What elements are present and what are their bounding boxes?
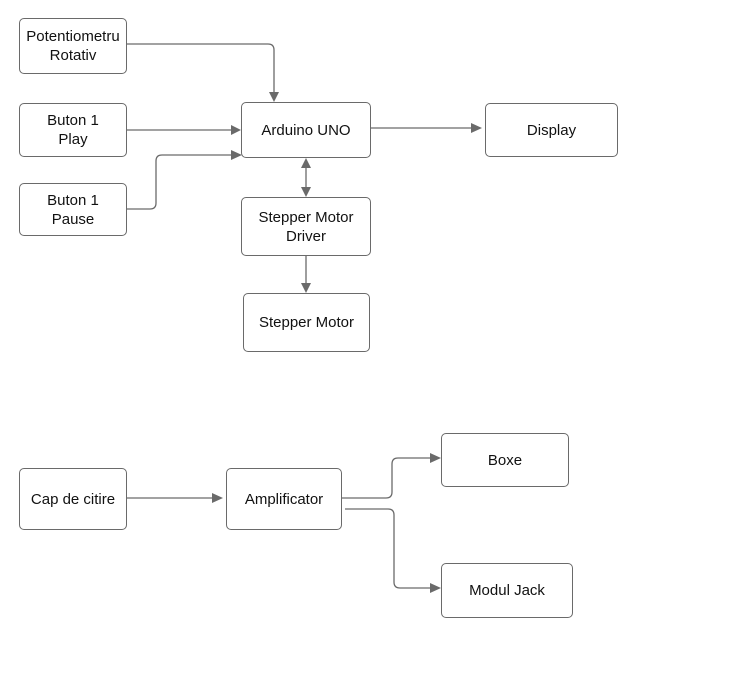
amplifier-box: Amplificator	[226, 468, 342, 530]
arduino-box: Arduino UNO	[241, 102, 371, 158]
speakers-label: Boxe	[487, 451, 523, 469]
amplifier-label: Amplificator	[244, 490, 324, 508]
jack-module-box: Modul Jack	[441, 563, 573, 618]
play-button-label-line2: Play	[58, 131, 88, 148]
potentiometer-label-line1: Potentiometru	[26, 28, 120, 45]
wire-pause-to-arduino	[127, 154, 231, 210]
arduino-label: Arduino UNO	[261, 121, 351, 139]
pickup-box: Cap de citire	[19, 468, 127, 530]
potentiometer-label-line2: Rotativ	[49, 47, 97, 64]
arrowhead-down-to-driver	[301, 187, 311, 197]
arrowhead-pause-to-arduino	[231, 150, 242, 160]
stepper-motor-box: Stepper Motor	[243, 293, 370, 352]
jack-module-label: Modul Jack	[469, 582, 545, 599]
stepper-driver-label-line1: Stepper Motor	[258, 208, 354, 226]
play-button-label-line1: Buton 1	[47, 112, 99, 129]
arrowhead-potentiometer-to-arduino	[269, 92, 279, 102]
potentiometer-box: Potentiometru Rotativ	[19, 18, 127, 74]
pause-button-label-line2: Pause	[51, 210, 95, 228]
arrowhead-driver-to-motor	[301, 283, 311, 293]
pause-button-box: Buton 1 Pause	[19, 183, 127, 236]
stepper-driver-label-line2: Driver	[285, 227, 326, 245]
arrowhead-up-to-arduino	[301, 158, 311, 168]
display-box: Display	[485, 103, 618, 157]
speakers-box: Boxe	[441, 433, 569, 487]
arrowhead-pickup-to-amplifier	[212, 493, 223, 503]
pickup-label: Cap de citire	[30, 490, 116, 508]
stepper-motor-label: Stepper Motor	[258, 314, 355, 331]
wire-potentiometer-to-arduino	[127, 43, 275, 92]
wire-amplifier-to-speakers	[342, 457, 430, 499]
arrowhead-play-to-arduino	[231, 125, 241, 135]
display-label: Display	[526, 121, 577, 139]
play-button-box: Buton 1 Play	[19, 103, 127, 157]
stepper-driver-box: Stepper Motor Driver	[241, 197, 371, 256]
arrowhead-amplifier-to-jack	[430, 583, 441, 593]
arrowhead-amplifier-to-speakers	[430, 453, 441, 463]
arrowhead-arduino-to-display	[471, 123, 482, 133]
wire-amplifier-to-jack	[345, 508, 430, 589]
pause-button-label-line1: Buton 1	[47, 191, 99, 209]
